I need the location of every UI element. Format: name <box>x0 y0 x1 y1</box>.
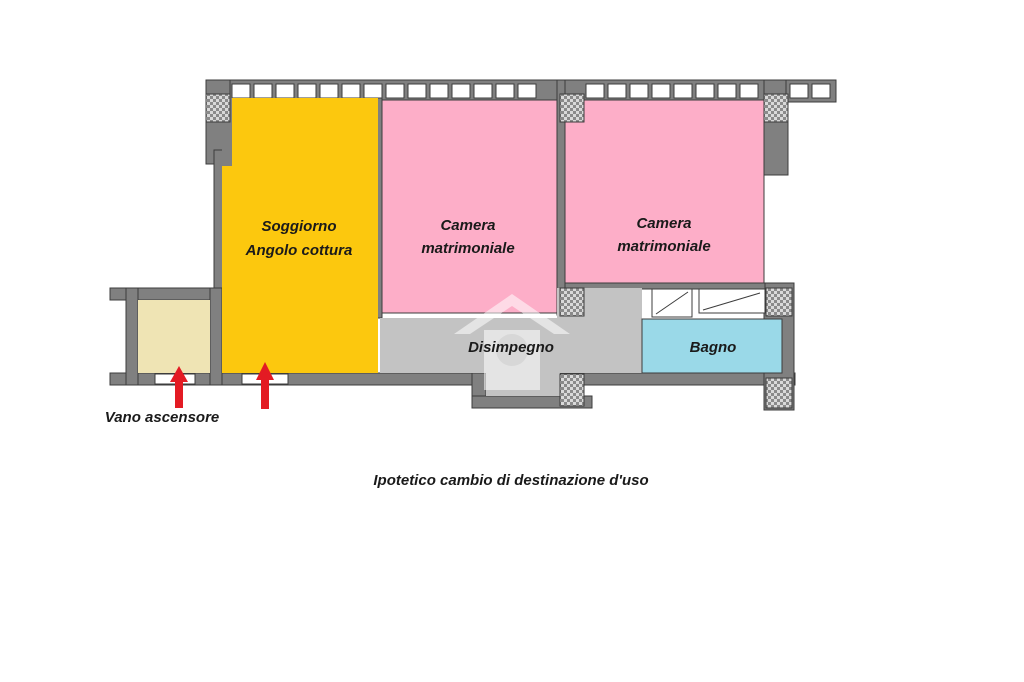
elevator-label: Vano ascensore <box>105 409 220 426</box>
bathroom-fixtures <box>651 288 766 318</box>
plan-caption: Ipotetico cambio di destinazione d'uso <box>373 472 648 489</box>
arrow-up-icon <box>170 366 188 408</box>
structural-pillars <box>205 93 793 409</box>
room-living <box>222 98 378 373</box>
arrow-up-icon <box>256 362 274 409</box>
bathroom-label: Bagno <box>690 339 737 356</box>
watermark-home-icon <box>454 294 570 390</box>
window-band <box>231 83 831 99</box>
room-bathroom <box>641 318 783 374</box>
hallway-label: Disimpegno <box>468 339 554 356</box>
bedroom-2-label-line2: matrimoniale <box>617 238 710 255</box>
living-label-line2: Angolo cottura <box>245 242 353 259</box>
room-living-notch <box>222 98 232 166</box>
living-label-line1: Soggiorno <box>262 218 337 235</box>
bedroom-1-label-line1: Camera <box>440 217 495 234</box>
elevator-shaft <box>138 300 210 373</box>
room-bedroom-1 <box>381 99 558 314</box>
bedroom-2-label-line1: Camera <box>636 215 691 232</box>
bedroom-1-label-line2: matrimoniale <box>421 240 514 257</box>
room-bedroom-2 <box>564 99 765 284</box>
